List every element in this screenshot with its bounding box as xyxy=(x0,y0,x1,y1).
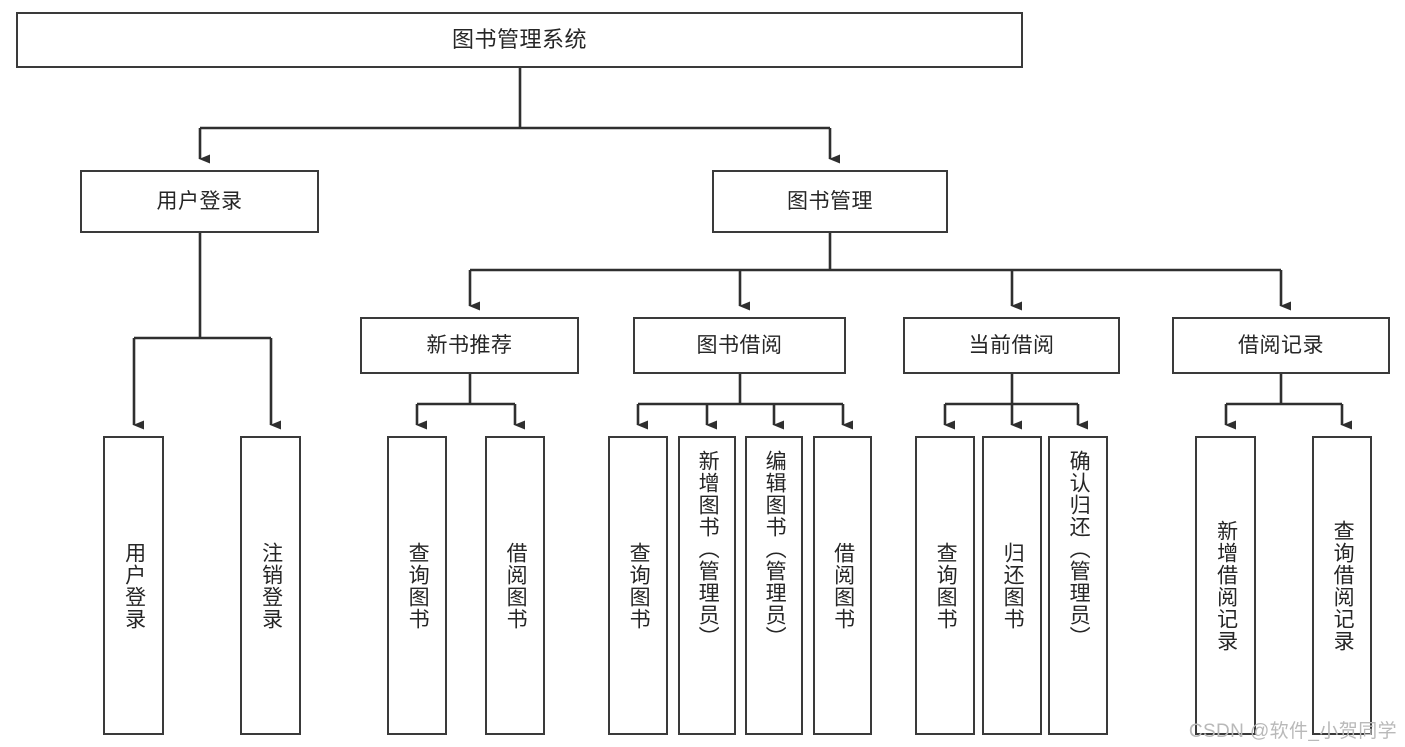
node-label: 编辑图书（管理员） xyxy=(763,450,787,648)
leaf-add-borrowing-record[interactable]: 新增借阅记录 xyxy=(1195,436,1256,735)
leaf-user-login[interactable]: 用户登录 xyxy=(103,436,164,735)
node-label: 查询借阅记录 xyxy=(1331,519,1355,652)
leaf-edit-book-admin[interactable]: 编辑图书（管理员） xyxy=(745,436,803,735)
node-label: 查询图书 xyxy=(934,541,958,630)
watermark-text: CSDN @软件_小贺同学 xyxy=(1188,721,1397,742)
node-root-system[interactable]: 图书管理系统 xyxy=(16,12,1023,68)
node-label: 当前借阅 xyxy=(968,333,1055,357)
node-label: 图书借阅 xyxy=(696,333,783,357)
leaf-query-book-borrowing[interactable]: 查询图书 xyxy=(608,436,668,735)
node-book-borrowing[interactable]: 图书借阅 xyxy=(633,317,846,374)
leaf-borrow-book-borrowing[interactable]: 借阅图书 xyxy=(813,436,872,735)
node-label: 查询图书 xyxy=(627,541,651,630)
node-label: 借阅记录 xyxy=(1238,333,1324,357)
node-label: 图书管理 xyxy=(787,189,873,213)
node-current-borrowing[interactable]: 当前借阅 xyxy=(903,317,1120,374)
node-user-login[interactable]: 用户登录 xyxy=(80,170,319,233)
leaf-return-book[interactable]: 归还图书 xyxy=(982,436,1042,735)
node-book-management[interactable]: 图书管理 xyxy=(712,170,948,233)
node-label: 借阅图书 xyxy=(831,541,855,630)
leaf-confirm-return-admin[interactable]: 确认归还（管理员） xyxy=(1048,436,1108,735)
node-label: 归还图书 xyxy=(1001,541,1025,630)
node-label: 新书推荐 xyxy=(426,333,513,357)
node-borrowing-record[interactable]: 借阅记录 xyxy=(1172,317,1390,374)
node-label: 用户登录 xyxy=(156,189,243,213)
node-label: 用户登录 xyxy=(122,541,146,630)
leaf-query-borrowing-record[interactable]: 查询借阅记录 xyxy=(1312,436,1372,735)
leaf-query-book-current[interactable]: 查询图书 xyxy=(915,436,975,735)
node-label: 借阅图书 xyxy=(504,541,528,630)
node-label: 新增借阅记录 xyxy=(1214,519,1238,652)
node-label: 注销登录 xyxy=(259,541,283,630)
leaf-logout[interactable]: 注销登录 xyxy=(240,436,301,735)
leaf-borrow-book-recommendation[interactable]: 借阅图书 xyxy=(485,436,545,735)
node-label: 新增图书（管理员） xyxy=(696,450,720,648)
leaf-query-book-recommendation[interactable]: 查询图书 xyxy=(387,436,447,735)
node-label: 查询图书 xyxy=(406,541,430,630)
node-label: 图书管理系统 xyxy=(451,26,587,52)
node-label: 确认归还（管理员） xyxy=(1067,450,1091,648)
leaf-add-book-admin[interactable]: 新增图书（管理员） xyxy=(678,436,736,735)
node-new-book-recommendation[interactable]: 新书推荐 xyxy=(360,317,579,374)
